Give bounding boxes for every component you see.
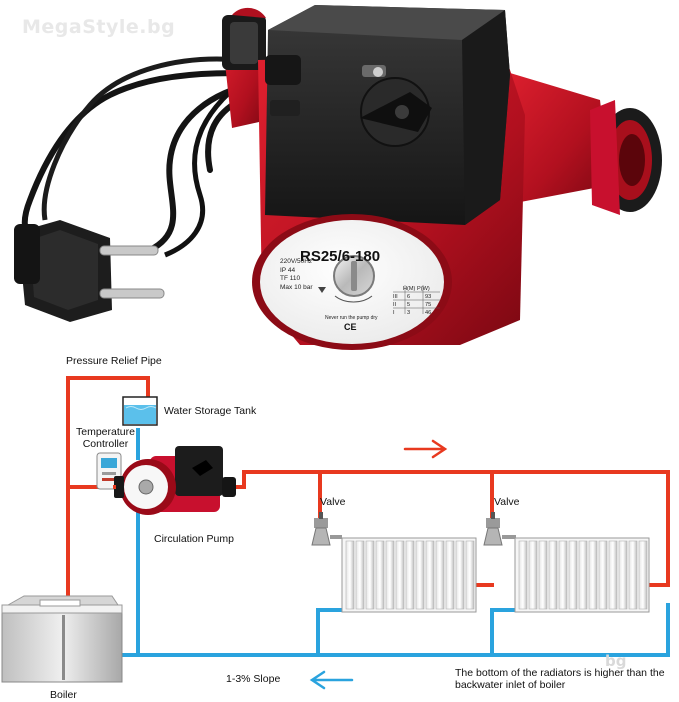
return-flow-arrow xyxy=(309,670,354,690)
radiator-fin xyxy=(465,540,475,610)
radiator-fin xyxy=(345,540,355,610)
pump-spec: IP 44 xyxy=(280,266,296,274)
radiator-fin xyxy=(578,540,588,610)
radiator-fin xyxy=(608,540,618,610)
pump-table-header: H(M) P(W) xyxy=(403,286,430,292)
valve-icon xyxy=(483,512,516,546)
boiler xyxy=(1,595,123,683)
pump-model-label: RS25/6-180 xyxy=(300,248,381,265)
label-valve-left: Valve xyxy=(320,496,346,508)
pump-spec: Max 10 bar xyxy=(280,283,313,291)
pump-spec: TF 110 xyxy=(280,275,301,283)
power-plug xyxy=(14,220,165,322)
label-radiator-note: The bottom of the radiators is higher th… xyxy=(455,667,665,692)
pump-spec: 220V/50Hz xyxy=(280,258,313,265)
watermark-corner: bg xyxy=(605,652,627,670)
label-pressure-relief-pipe: Pressure Relief Pipe xyxy=(66,355,162,367)
radiator-fin xyxy=(395,540,405,610)
radiator-fin xyxy=(638,540,648,610)
radiator-fin xyxy=(425,540,435,610)
radiator-fin xyxy=(548,540,558,610)
pump-spec-list: 220V/50Hz IP 44 TF 110 Max 10 bar xyxy=(280,258,313,292)
radiator-fin xyxy=(628,540,638,610)
label-temperature-controller: Temperature Controller xyxy=(76,426,135,451)
radiator-fin xyxy=(538,540,548,610)
ce-mark: CE xyxy=(344,322,357,332)
radiator-fin xyxy=(415,540,425,610)
radiator-fin xyxy=(598,540,608,610)
pump-warning: Never run the pump dry xyxy=(325,315,378,321)
label-circulation-pump: Circulation Pump xyxy=(154,533,234,545)
radiator-left xyxy=(341,537,477,613)
radiator-fin xyxy=(385,540,395,610)
radiator-right xyxy=(514,537,650,613)
radiator-fin xyxy=(618,540,628,610)
return-pipes xyxy=(116,428,670,657)
radiator-fin xyxy=(455,540,465,610)
label-valve-right: Valve xyxy=(494,496,520,508)
radiator-fin xyxy=(355,540,365,610)
water-storage-tank xyxy=(122,396,158,426)
speed-selector-knob xyxy=(360,77,432,147)
label-boiler: Boiler xyxy=(50,689,77,701)
radiator-fin xyxy=(528,540,538,610)
radiator-fin xyxy=(365,540,375,610)
radiator-fin xyxy=(568,540,578,610)
label-slope: 1-3% Slope xyxy=(226,673,281,685)
radiator-fin xyxy=(518,540,528,610)
radiator-fin xyxy=(558,540,568,610)
label-water-storage-tank: Water Storage Tank xyxy=(164,405,257,417)
heating-diagram xyxy=(1,376,670,690)
pump-photo xyxy=(14,5,662,350)
supply-flow-arrow xyxy=(403,439,448,459)
watermark: MegaStyle.bg xyxy=(22,16,176,38)
radiator-fin xyxy=(445,540,455,610)
radiator-fin xyxy=(588,540,598,610)
radiator-fin xyxy=(435,540,445,610)
valve-icon xyxy=(311,512,342,546)
radiator-fin xyxy=(375,540,385,610)
circulation-pump-icon xyxy=(113,446,236,515)
radiator-fin xyxy=(405,540,415,610)
